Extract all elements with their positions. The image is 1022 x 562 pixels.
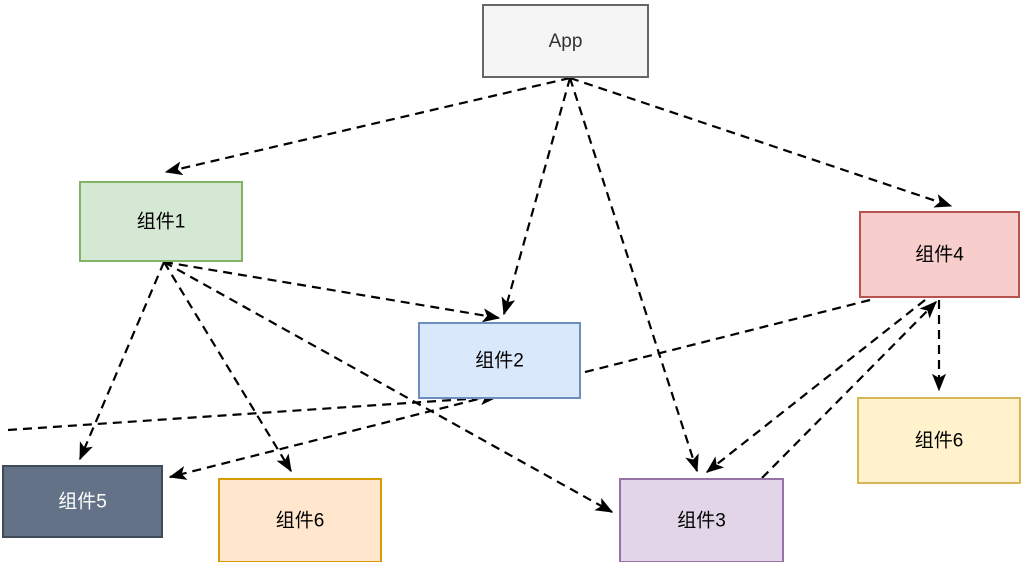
node-c1[interactable]: 组件1: [79, 181, 243, 262]
node-c6b[interactable]: 组件6: [857, 397, 1021, 484]
node-box-c6b[interactable]: [857, 397, 1021, 484]
edge-app-to-c4: [569, 76, 953, 208]
node-label-app: App: [549, 31, 583, 52]
node-label-c4: 组件4: [915, 244, 964, 266]
node-box-c2[interactable]: [418, 322, 581, 399]
node-app[interactable]: App: [482, 4, 649, 78]
node-box-c4[interactable]: [859, 211, 1020, 298]
edge-c1-to-c6a: [163, 261, 292, 473]
node-label-c1: 组件1: [137, 211, 186, 233]
edge-c1-to-c2: [163, 260, 501, 323]
edge-app-to-c3: [568, 77, 699, 473]
node-box-app[interactable]: [482, 4, 649, 78]
edge-c1-to-c5: [78, 261, 166, 461]
node-label-c6a: 组件6: [276, 510, 325, 532]
edge-c4-to-c3: [705, 299, 926, 473]
node-label-c6b: 组件6: [915, 430, 964, 452]
edges-layer: [7, 76, 953, 513]
edge-c3-to-c4: [761, 301, 937, 479]
node-c2[interactable]: 组件2: [418, 322, 581, 399]
node-box-c6a[interactable]: [218, 478, 382, 562]
node-c6a[interactable]: 组件6: [218, 478, 382, 562]
node-c3[interactable]: 组件3: [619, 478, 784, 562]
node-c5[interactable]: 组件5: [2, 465, 163, 538]
node-label-c3: 组件3: [677, 510, 726, 532]
edge-app-to-c2: [501, 77, 572, 316]
edge-c1-to-c3: [163, 261, 614, 513]
node-box-c3[interactable]: [619, 478, 784, 562]
node-label-c2: 组件2: [475, 350, 524, 372]
nodes-layer: App 组件1 组件4 组件2 组件6 组件5 组件6 组件3: [2, 4, 1021, 562]
node-box-c1[interactable]: [79, 181, 243, 262]
node-box-c5[interactable]: [2, 465, 163, 538]
edge-c5-to-c2: [7, 391, 499, 432]
edge-app-to-c1: [164, 76, 571, 176]
node-c4[interactable]: 组件4: [859, 211, 1020, 298]
node-label-c5: 组件5: [58, 491, 107, 513]
